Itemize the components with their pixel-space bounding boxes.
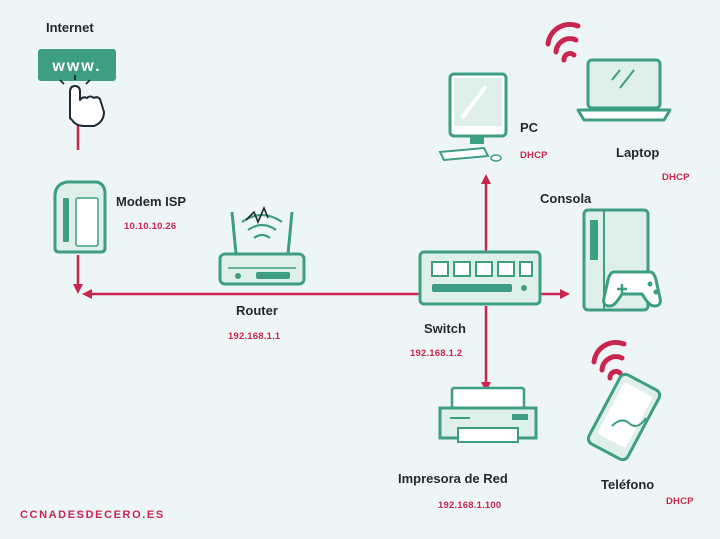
connections (73, 118, 570, 392)
impresora-ip: 192.168.1.100 (438, 500, 502, 511)
pc-ip: DHCP (520, 150, 548, 161)
www-badge-text: www. (51, 58, 101, 75)
wifi-icon-laptop (545, 21, 581, 63)
smartphone-icon (586, 372, 662, 462)
switch-label: Switch (424, 321, 466, 336)
switch-icon (418, 250, 542, 306)
modem-label: Modem ISP (116, 194, 187, 209)
telefono-label: Teléfono (601, 477, 655, 492)
laptop-label: Laptop (616, 145, 660, 160)
brand-footer: CCNADESDECERO.ES (20, 509, 165, 521)
www-click-icon: www. (38, 49, 116, 127)
impresora-label: Impresora de Red (398, 471, 508, 486)
router-label: Router (236, 303, 278, 318)
router-icon (218, 205, 306, 286)
wifi-icon-telefono (591, 339, 627, 381)
internet-label: Internet (46, 20, 94, 35)
pc-label: PC (520, 120, 539, 135)
router-ip: 192.168.1.1 (228, 331, 281, 342)
consola-label: Consola (540, 191, 592, 206)
laptop-icon (576, 58, 672, 122)
modem-icon (53, 180, 107, 254)
game-console-icon (582, 208, 662, 312)
laptop-ip: DHCP (662, 172, 690, 183)
telefono-ip: DHCP (666, 496, 694, 507)
switch-ip: 192.168.1.2 (410, 348, 463, 359)
desktop-computer-icon (438, 72, 508, 162)
printer-icon (438, 386, 538, 443)
modem-ip: 10.10.10.26 (124, 221, 177, 232)
